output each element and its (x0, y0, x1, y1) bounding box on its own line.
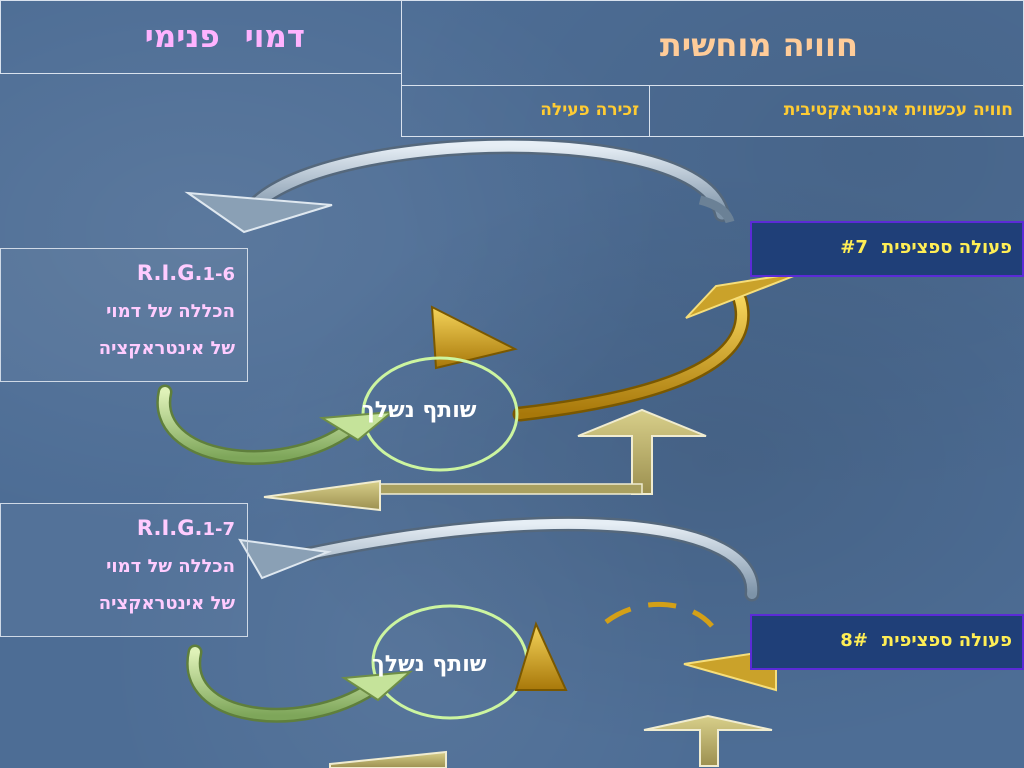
rig-line-interaction: של אינטראקציה (98, 593, 235, 614)
gold-dashed-arc-lower (604, 602, 714, 628)
rig-code: R.I.G. (136, 516, 203, 540)
specific-action-label: פעולה ספציפית (881, 237, 1012, 258)
rig-line-generalization: הכללה של דמוי (106, 301, 235, 322)
rig-code: R.I.G. (136, 261, 203, 285)
rig-suffix: 1-6 (202, 264, 235, 285)
khaki-connector-upper (379, 483, 643, 495)
gold-triangle-lower (514, 621, 568, 691)
rig-line-generalization: הכללה של דמוי (106, 556, 235, 577)
silver-arc-arrow-lower-face (295, 518, 758, 599)
specific-action-7: פעולה ספציפית #7 (750, 221, 1024, 277)
silver-arrowhead-lower (238, 538, 332, 580)
khaki-arrowhead-left-upper (263, 479, 381, 512)
subheader-cell-active-memory: זכירה פעילה (401, 85, 650, 137)
subheader-interactive-experience: חוויה עכשווית אינטראקטיבית (783, 100, 1013, 120)
header-title-concrete-experience: חוויה מוחשית (659, 26, 858, 64)
rig-suffix: 1-7 (202, 519, 235, 540)
rig-block-1-7: R.I.G.1-7 הכללה של דמוי של אינטראקציה (0, 503, 248, 637)
silver-arc-arrow-top-face (249, 140, 728, 220)
green-arrowhead-upper (318, 410, 396, 442)
rig-line-interaction: של אינטראקציה (98, 338, 235, 359)
header-title-internal-image: דמוי פנימי (144, 19, 305, 55)
silver-arc-tail-top (698, 195, 735, 224)
specific-action-number: #7 (840, 237, 868, 258)
green-arc-arrow-lower-face (188, 647, 377, 721)
header-cell-internal-image: דמוי פנימי (0, 0, 402, 74)
khaki-arrowhead-left-lower (329, 750, 447, 768)
projected-partner-label-lower: שותף נשלך (372, 652, 487, 677)
green-arrowhead-lower (341, 670, 413, 702)
silver-arrowhead-top (184, 191, 333, 234)
projected-partner-label-upper: שותף נשלך (362, 398, 477, 423)
subheader-active-memory: זכירה פעילה (540, 100, 639, 120)
rig-title-1-6: R.I.G.1-6 (1, 255, 235, 293)
gold-arrowhead-upper (685, 271, 805, 319)
khaki-up-arrow-upper (577, 408, 707, 495)
rig-block-1-6: R.I.G.1-6 הכללה של דמוי של אינטראקציה (0, 248, 248, 382)
specific-action-label: פעולה ספציפית (881, 630, 1012, 651)
rig-title-1-7: R.I.G.1-7 (1, 510, 235, 548)
gold-triangle-upper (430, 305, 518, 370)
specific-action-8: פעולה ספציפית 8# (750, 614, 1024, 670)
khaki-up-arrow-lower (643, 714, 773, 767)
green-arc-arrow-upper-face (158, 387, 355, 463)
specific-action-number: 8# (840, 630, 868, 651)
gold-arc-arrow-upper-face (515, 295, 748, 419)
